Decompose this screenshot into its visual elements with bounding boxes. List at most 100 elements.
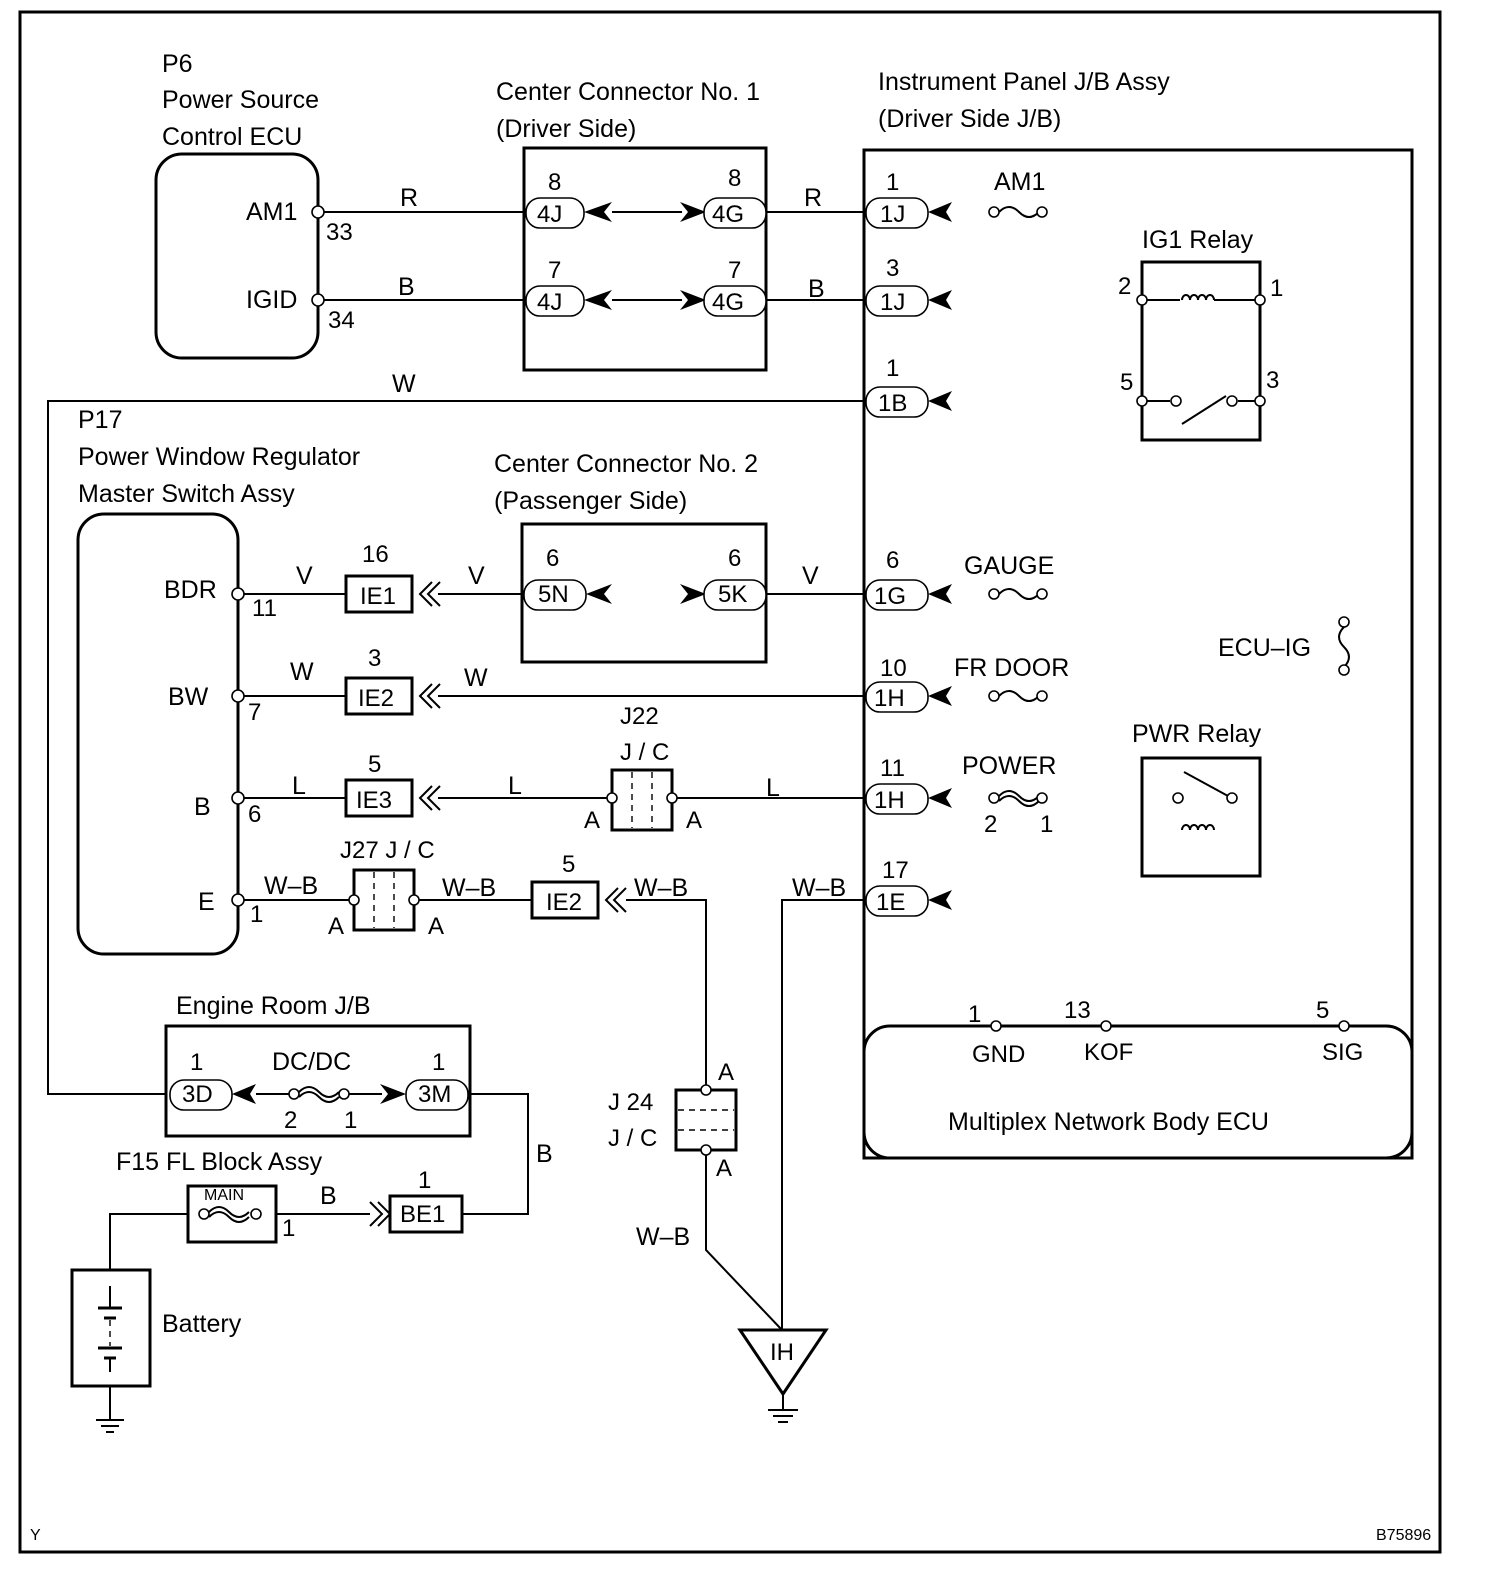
wire-wb-2: W–B [442, 874, 496, 902]
center-connector-2: Center Connector No. 2 (Passenger Side) … [494, 450, 768, 664]
ipjb-connector-1j-b: 1J 3 [865, 255, 952, 317]
svg-text:3M: 3M [418, 1081, 451, 1108]
svg-text:8: 8 [548, 169, 561, 196]
p17-name-line1: Power Window Regulator [78, 443, 360, 471]
fuse-main-label: MAIN [204, 1187, 244, 1204]
wire-v-3: V [802, 562, 819, 590]
svg-text:Battery: Battery [162, 1310, 242, 1338]
wire-w-2: W [464, 664, 488, 692]
svg-text:1: 1 [418, 1167, 431, 1194]
wire-wb-1: W–B [264, 872, 318, 900]
wire-w-top: W [392, 370, 416, 398]
corner-label-left: Y [30, 1527, 41, 1544]
cc1-conn-4j-bottom: 4J [537, 289, 562, 316]
ig1-relay-box [1140, 260, 1262, 442]
center-connector-1: Center Connector No. 1 (Driver Side) 4J … [496, 78, 768, 372]
ipjb-connector-1h-a: 1H 10 [865, 655, 952, 713]
p6-pin-am1: AM1 [246, 198, 297, 226]
svg-text:1J: 1J [880, 201, 905, 228]
svg-text:IE2: IE2 [546, 889, 582, 916]
svg-text:IE2: IE2 [358, 685, 394, 712]
wire-v-1: V [296, 562, 313, 590]
ipjb-connector-1j-a: 1J 1 [865, 169, 952, 229]
svg-text:3D: 3D [182, 1081, 213, 1108]
pwr-relay-box [1140, 756, 1262, 878]
svg-text:7: 7 [248, 699, 261, 726]
svg-text:1: 1 [968, 1001, 981, 1028]
engine-room-jb: Engine Room J/B 3D 1 3M 1 DC/DC 2 1 [164, 992, 472, 1138]
svg-text:1: 1 [432, 1049, 445, 1076]
instrument-panel-jb: Instrument Panel J/B Assy (Driver Side J… [862, 68, 1414, 1160]
wire-l-2: L [508, 772, 522, 800]
svg-text:IE1: IE1 [360, 583, 396, 610]
wire-r-1: R [400, 184, 418, 212]
p6-name-line1: Power Source [162, 86, 319, 114]
svg-text:IE3: IE3 [356, 787, 392, 814]
svg-text:1E: 1E [876, 889, 905, 916]
svg-text:1: 1 [1270, 275, 1283, 302]
ground-ih: IH [737, 1328, 829, 1423]
svg-text:1: 1 [190, 1049, 203, 1076]
ecu-box [862, 1024, 1414, 1160]
svg-text:BW: BW [168, 683, 209, 711]
svg-text:J / C: J / C [620, 739, 669, 766]
wire-b-2: B [808, 275, 825, 303]
p17-name-line2: Master Switch Assy [78, 480, 295, 508]
svg-text:5: 5 [1120, 369, 1133, 396]
p6-pin-33: 33 [326, 219, 353, 246]
junction-j24: J 24 J / C A A [608, 1059, 738, 1182]
connector-ie2-a: 3 IE2 [344, 645, 441, 716]
svg-text:1: 1 [344, 1107, 357, 1134]
svg-text:11: 11 [880, 755, 905, 782]
svg-text:POWER: POWER [962, 752, 1056, 780]
ecu-pin-sig: SIG [1322, 1039, 1363, 1066]
p6-name-line2: Control ECU [162, 123, 302, 151]
wire-b-1: B [398, 273, 415, 301]
svg-text:PWR Relay: PWR Relay [1132, 720, 1262, 748]
svg-text:1H: 1H [874, 685, 905, 712]
svg-text:IG1 Relay: IG1 Relay [1142, 226, 1254, 254]
fuse-fr-door: FR DOOR [954, 654, 1069, 702]
svg-text:5: 5 [368, 751, 381, 778]
connector-ie2-b: 5 IE2 [530, 851, 627, 920]
svg-text:17: 17 [882, 857, 909, 884]
wire-b-main: B [320, 1182, 337, 1210]
wire-wb-3: W–B [634, 874, 688, 902]
p6-code: P6 [162, 50, 193, 78]
svg-text:1: 1 [886, 355, 899, 382]
multiplex-body-ecu: 1 13 5 GND KOF SIG Multiplex Network Bod… [862, 997, 1414, 1160]
svg-text:F15 FL Block Assy: F15 FL Block Assy [116, 1148, 323, 1176]
svg-text:A: A [718, 1059, 734, 1086]
svg-text:1B: 1B [878, 390, 907, 417]
svg-text:1: 1 [282, 1215, 295, 1242]
svg-text:B: B [194, 793, 211, 821]
svg-text:ECU–IG: ECU–IG [1218, 634, 1311, 662]
p6-power-source-ecu: P6 Power Source Control ECU AM1 IGID 33 … [154, 50, 355, 360]
svg-text:A: A [584, 807, 600, 834]
p17-code: P17 [78, 406, 122, 434]
svg-text:1G: 1G [874, 583, 906, 610]
ipjb-box [862, 148, 1414, 1160]
fuse-ecu-ig: ECU–IG [1218, 616, 1350, 676]
svg-text:J27 J / C: J27 J / C [340, 837, 435, 864]
ipjb-connector-1h-b: 1H 11 [865, 755, 952, 815]
svg-text:BE1: BE1 [400, 1201, 445, 1228]
p6-pin-34: 34 [328, 307, 355, 334]
svg-text:A: A [686, 807, 702, 834]
p6-ecu-box [154, 152, 320, 360]
diagram-frame [18, 10, 1442, 1554]
pwr-relay: PWR Relay [1132, 720, 1262, 878]
cc1-conn-4g-top: 4G [712, 201, 744, 228]
svg-text:5: 5 [1316, 997, 1329, 1024]
ecu-pin-gnd: GND [972, 1041, 1025, 1068]
connector-be1: 1 BE1 [369, 1167, 464, 1234]
ipjb-connector-1g: 1G 6 [865, 547, 952, 611]
ipjb-connector-1e: 1E 17 [865, 857, 952, 917]
svg-text:J / C: J / C [608, 1125, 657, 1152]
connector-ie3: 5 IE3 [344, 751, 441, 818]
wire-wb-5: W–B [636, 1223, 690, 1251]
wire-l-1: L [292, 772, 306, 800]
svg-text:GAUGE: GAUGE [964, 552, 1054, 580]
wire-l-3: L [766, 774, 780, 802]
